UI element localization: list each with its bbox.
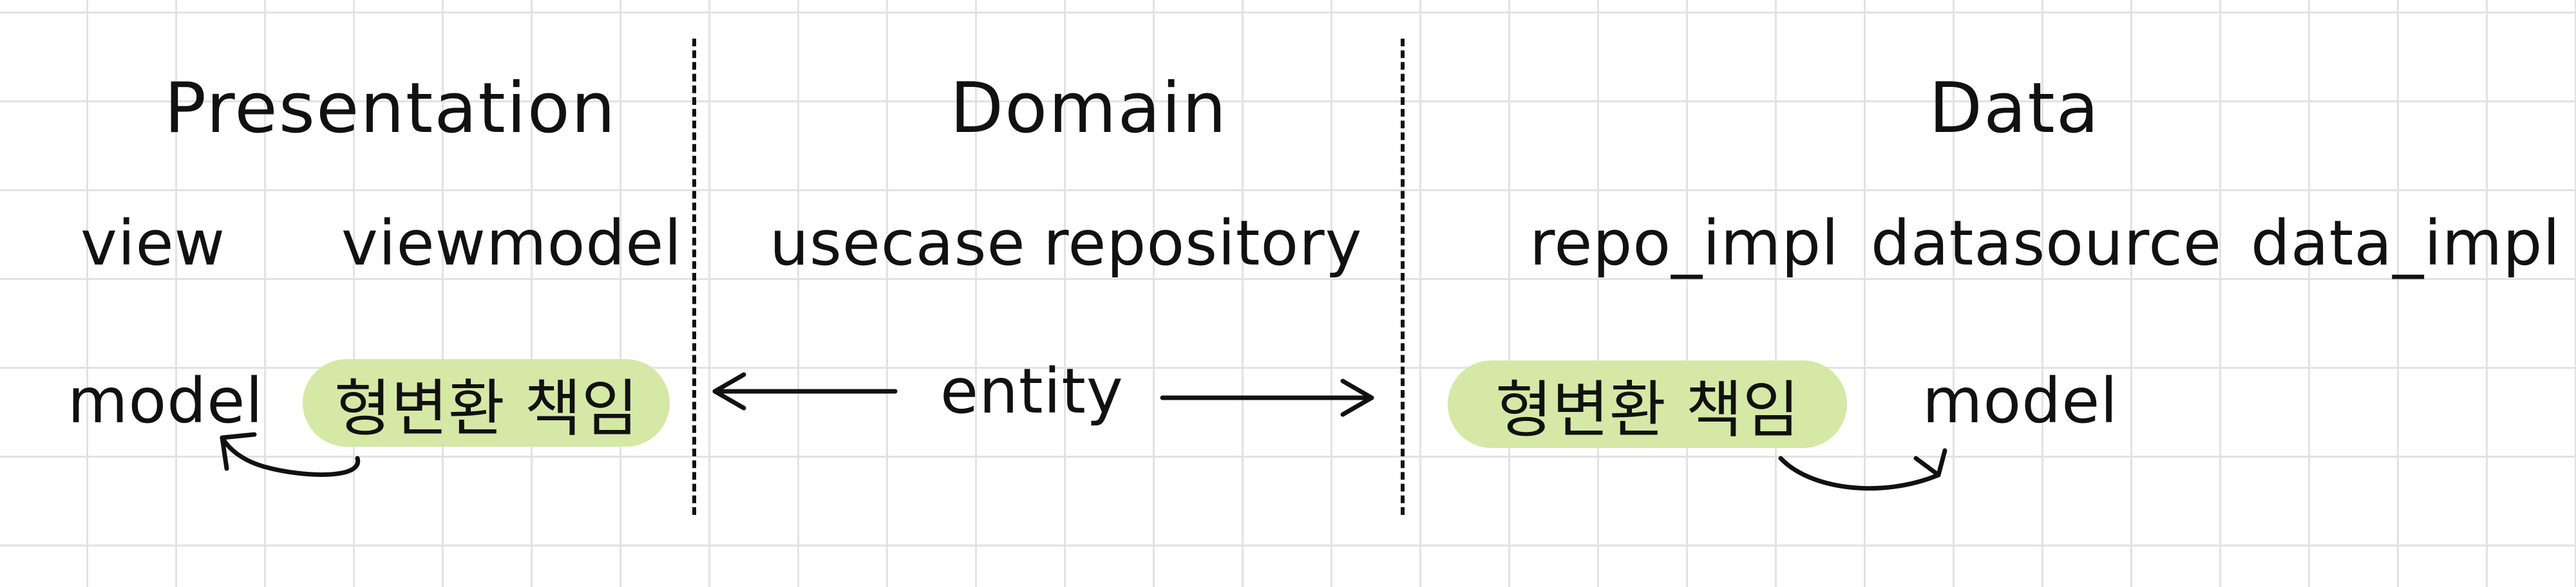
presentation-item-view: view — [80, 207, 226, 279]
divider-domain-data — [1401, 39, 1405, 515]
domain-entity: entity — [940, 355, 1124, 427]
presentation-mapper-to-model-arrow — [220, 435, 361, 477]
data-title: Data — [1929, 68, 2100, 149]
domain-item-usecase: usecase — [770, 207, 1026, 279]
entity-right-arrowhead — [1340, 378, 1374, 417]
presentation-model: model — [68, 365, 263, 437]
data-model: model — [1922, 365, 2118, 437]
presentation-title: Presentation — [164, 68, 617, 149]
entity-left-arrowhead — [712, 372, 746, 411]
domain-item-repository: repository — [1043, 207, 1363, 279]
presentation-item-viewmodel: viewmodel — [341, 207, 682, 279]
presentation-arrowhead — [220, 432, 257, 471]
data-item-data-impl: data_impl — [2251, 207, 2561, 279]
divider-presentation-domain — [692, 39, 696, 515]
data-item-datasource: datasource — [1871, 207, 2222, 279]
data-mapper-to-model-arrow — [1778, 456, 1941, 491]
data-arrowhead — [1913, 448, 1947, 478]
data-mapper-badge: 형변환 책임 — [1448, 360, 1847, 448]
domain-title: Domain — [950, 68, 1228, 149]
data-item-repo-impl: repo_impl — [1530, 207, 1839, 279]
presentation-mapper-badge: 형변환 책임 — [303, 359, 670, 447]
